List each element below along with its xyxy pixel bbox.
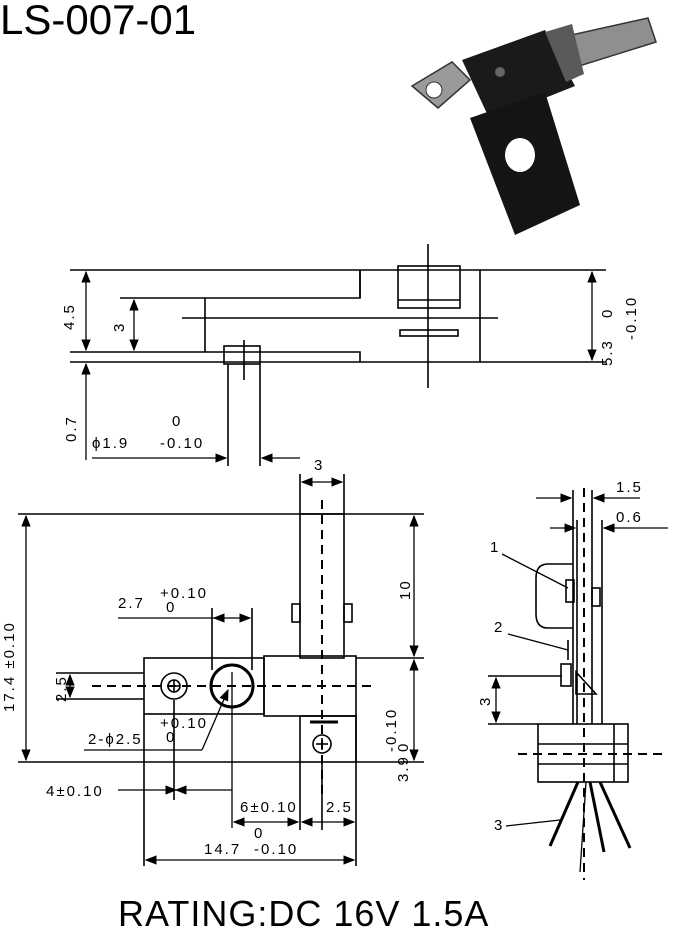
- part-number-title: LS-007-01: [0, 0, 196, 43]
- dim-hole-dist: 2.7: [118, 595, 145, 612]
- dim-lower-len: 3.9: [395, 755, 412, 782]
- dim-body-height: 5.3: [599, 339, 616, 366]
- side-dim-a: 1.5: [616, 479, 643, 496]
- dim-pin-dia-tol-lower: -0.10: [160, 435, 204, 452]
- dim-holes: 2-ϕ2.5: [88, 731, 143, 748]
- callout-3: 3: [494, 817, 504, 834]
- dim-pin-dia-tol-upper: 0: [172, 413, 182, 430]
- dim-total-width-tol-lower: -0.10: [254, 841, 298, 858]
- dim-upper-len: 10: [397, 579, 414, 600]
- dim-body-height-tol-lower: -0.10: [623, 296, 640, 340]
- dim-side-height: 2.5: [53, 675, 70, 702]
- callout-2: 2: [494, 619, 504, 636]
- callout-1: 1: [490, 539, 500, 556]
- dim-lower-len-tol-upper: 0: [395, 742, 412, 752]
- dim-holes-tol-upper: +0.10: [160, 715, 208, 732]
- dim-hole-dist-tol-upper: +0.10: [160, 585, 208, 602]
- dim-total-height: 17.4 ±0.10: [1, 621, 18, 712]
- side-dim-b: 0.6: [616, 509, 643, 526]
- dim-thickness: 0.7: [63, 415, 80, 442]
- dim-left-offset: 4±0.10: [46, 783, 104, 800]
- product-photo: [410, 17, 657, 235]
- rating-label: RATING:DC 16V 1.5A: [118, 893, 489, 934]
- dim-pin-dia: ϕ1.9: [92, 435, 129, 452]
- side-view: 1.5 0.6 3 1 2 3: [477, 479, 668, 880]
- front-view: 3 17.4 ±0.10 10 3.9 0 -0.10 2.7 +0.10 0 …: [1, 457, 424, 866]
- dim-height-inner: 3: [111, 322, 128, 332]
- top-view: 4.5 3 0.7 ϕ1.9 0 -0.10 5.3 0 -0.10: [61, 244, 640, 466]
- dim-body-height-tol-upper: 0: [599, 308, 616, 318]
- dim-right: 2.5: [326, 799, 353, 816]
- dim-total-width: 14.7: [204, 841, 241, 858]
- dim-height-outer: 4.5: [61, 303, 78, 330]
- side-dim-c: 3: [477, 696, 494, 706]
- dim-total-width-tol-upper: 0: [254, 825, 264, 842]
- dim-mid: 6±0.10: [240, 799, 298, 816]
- dim-top-width: 3: [314, 457, 324, 474]
- dim-hole-dist-tol-lower: 0: [166, 599, 176, 616]
- dim-lower-len-tol-lower: -0.10: [383, 708, 400, 752]
- dim-holes-tol-lower: 0: [166, 729, 176, 746]
